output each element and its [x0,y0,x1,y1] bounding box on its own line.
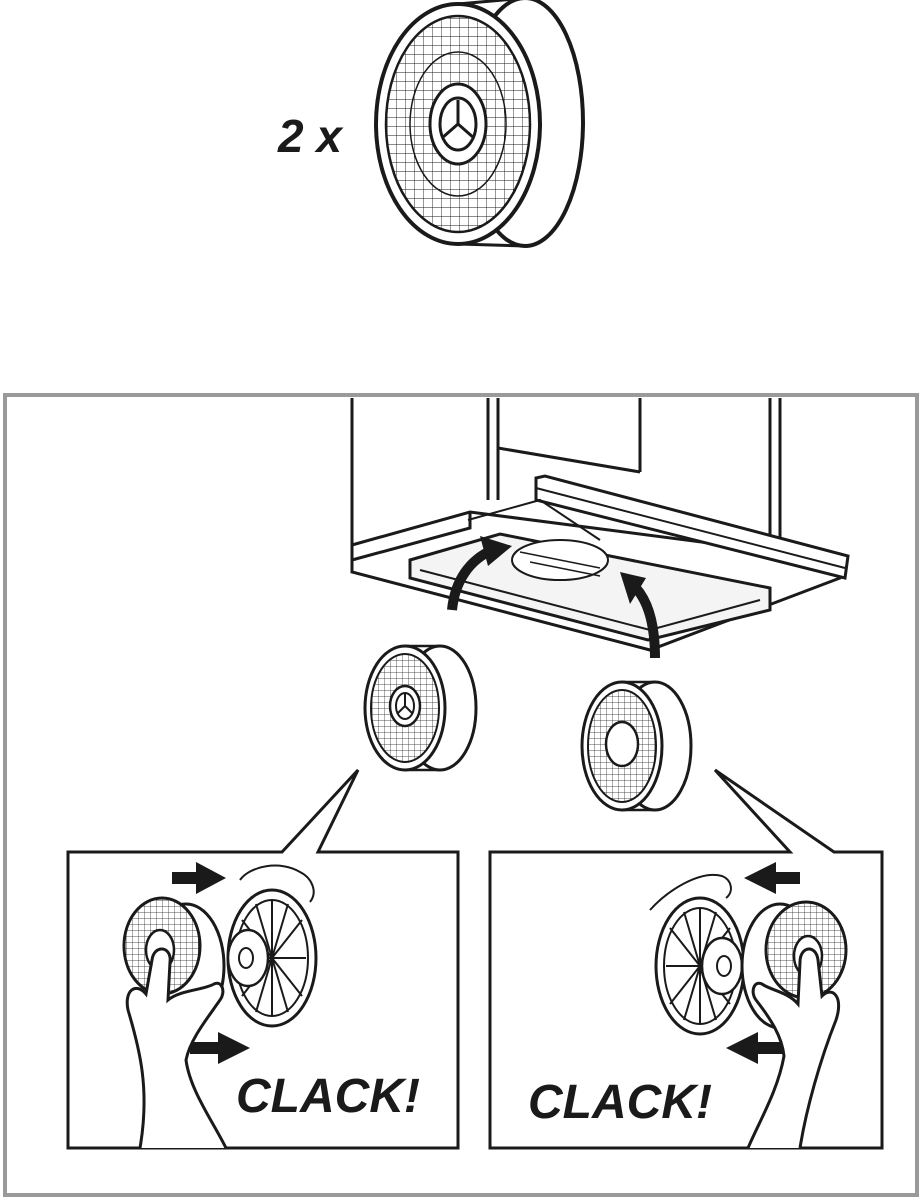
right-push-arrow-top [744,862,800,894]
right-detail-panel: CLACK! [488,768,884,1150]
right-motor-fan-icon [654,896,746,1036]
cooker-hood [350,398,850,652]
top-filter-group: 2 x [277,0,585,248]
left-push-arrow-bottom [190,1032,250,1064]
filter-back-icon [580,680,693,812]
insert-arrows [447,536,660,659]
left-motor-fan-icon [226,888,318,1028]
filter-front-icon [363,644,478,772]
right-push-arrow-bottom [726,1032,784,1064]
top-filter-icon [374,0,585,248]
quantity-label: 2 x [277,110,344,162]
left-hand-icon [125,947,228,1149]
left-sound-label: CLACK! [236,1070,420,1123]
right-sound-label: CLACK! [528,1076,712,1129]
instruction-frame [3,393,919,1197]
right-hand-icon [746,947,841,1149]
left-push-arrow-top [172,862,226,894]
left-detail-panel: CLACK! [66,768,460,1150]
